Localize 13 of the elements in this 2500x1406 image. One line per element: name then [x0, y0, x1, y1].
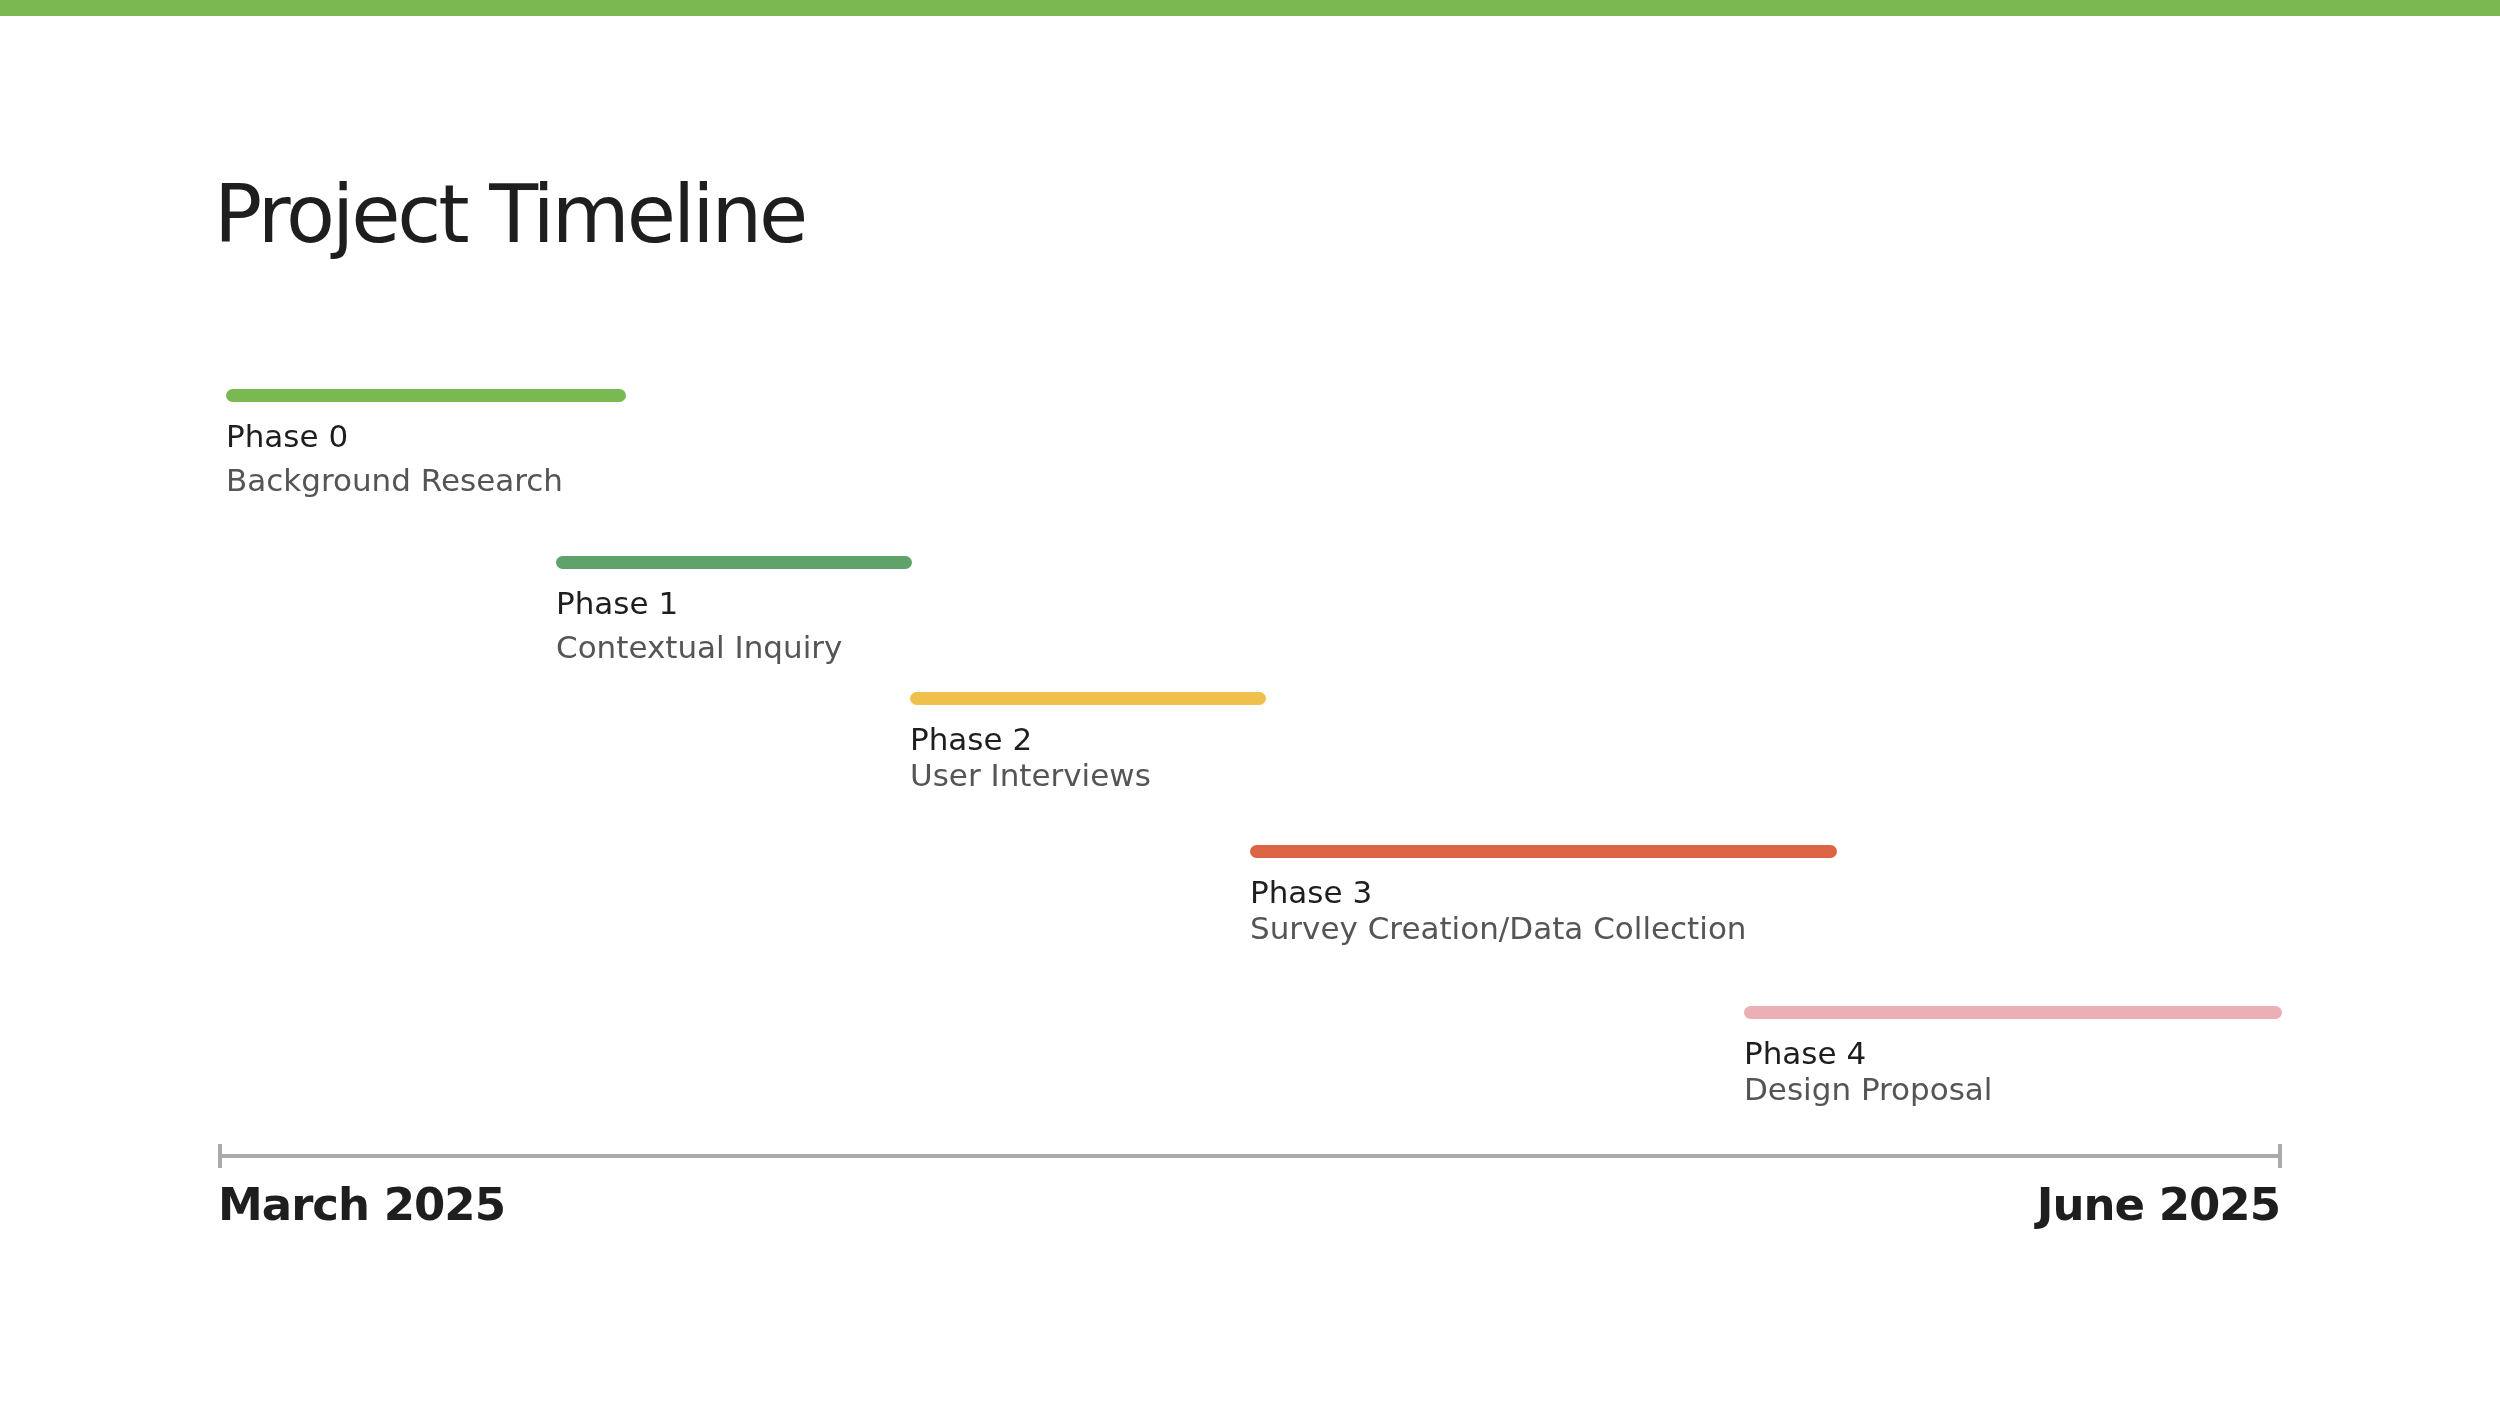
phase-name: Phase 4 [1744, 1035, 1867, 1071]
title: Project Timeline [214, 168, 806, 261]
phase-description: Background Research [226, 462, 563, 498]
axis-date-label: June 2025 [2036, 1178, 2280, 1231]
phase-description: Design Proposal [1744, 1071, 1993, 1107]
phase-name: Phase 0 [226, 418, 349, 454]
axis-date-label: March 2025 [218, 1178, 505, 1231]
phase-description: Survey Creation/Data Collection [1250, 910, 1747, 946]
phase-description: User Interviews [910, 757, 1151, 793]
phase-name: Phase 3 [1250, 874, 1373, 910]
phase-description: Contextual Inquiry [556, 629, 843, 665]
phase-name: Phase 2 [910, 721, 1033, 757]
phase-name: Phase 1 [556, 585, 679, 621]
